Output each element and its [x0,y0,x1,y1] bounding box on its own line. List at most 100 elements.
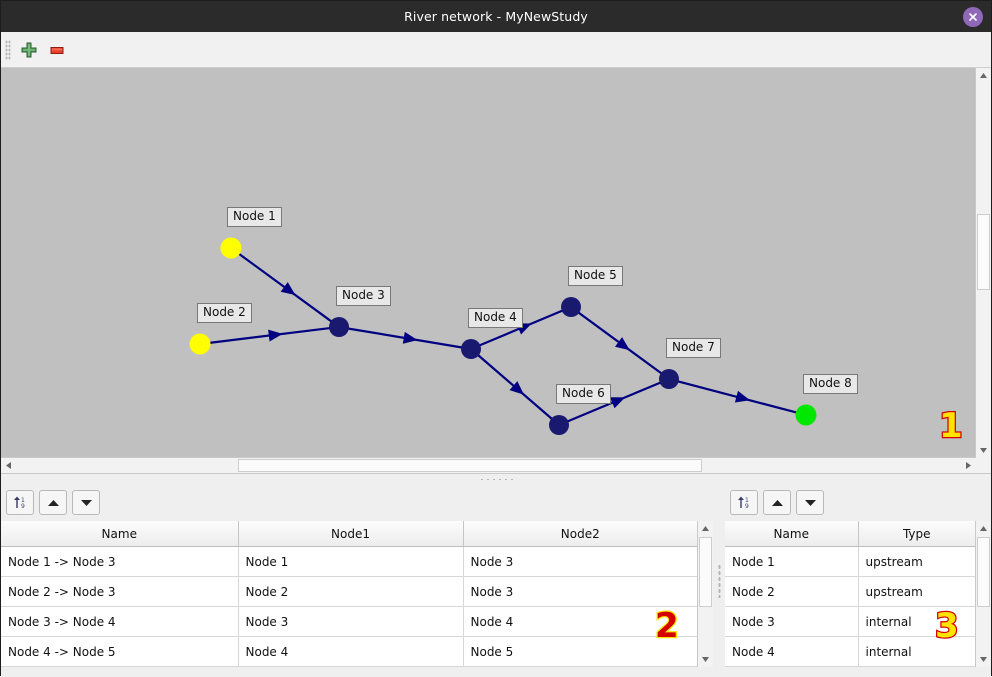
table-cell[interactable]: Node 2 [725,576,859,607]
nodes-move-up-button[interactable] [763,490,791,515]
table-cell[interactable]: Node 3 [463,546,697,577]
network-node[interactable] [795,404,817,426]
scroll-left-button[interactable] [1,458,16,473]
delete-node-button[interactable] [43,36,71,64]
node-label[interactable]: Node 4 [468,308,523,328]
node-label[interactable]: Node 2 [197,303,252,323]
network-node[interactable] [189,333,211,355]
table-cell[interactable]: Node 1 [238,546,464,577]
nodes-sort-button[interactable]: 1 9 [730,490,758,515]
canvas-horizontal-scrollbar[interactable] [1,457,976,473]
chevron-down-icon [980,448,987,453]
chevron-up-icon [980,526,987,531]
move-up-icon [47,499,59,506]
nodes-vscroll-thumb[interactable] [977,537,990,607]
horizontal-splitter[interactable] [1,474,991,484]
node-label[interactable]: Node 6 [556,384,611,404]
svg-text:1: 1 [21,497,25,504]
table-cell[interactable]: Node 3 -> Node 4 [1,606,239,637]
nodes-scroll-down-button[interactable] [976,652,991,667]
table-row-empty[interactable] [1,666,697,667]
table-row-empty[interactable] [725,666,975,667]
nodes-move-down-button[interactable] [796,490,824,515]
title-bar: River network - MyNewStudy [1,1,991,32]
canvas-vertical-scrollbar[interactable] [975,68,991,458]
toolbar-grip[interactable] [5,39,11,60]
table-cell[interactable]: Node 2 [238,576,464,607]
svg-text:9: 9 [21,503,25,510]
nodes-scroll-up-button[interactable] [976,521,991,536]
node-label[interactable]: Node 5 [568,266,623,286]
add-node-icon [21,42,37,57]
edge-arrow-icon [509,381,525,395]
column-header[interactable]: Node2 [463,521,697,547]
scroll-right-button[interactable] [961,458,976,473]
table-cell[interactable]: Node 4 [238,636,464,667]
table-cell[interactable]: Node 4 -> Node 5 [1,636,239,667]
links-vertical-scrollbar[interactable] [697,521,713,667]
network-node[interactable] [329,317,349,337]
network-node[interactable] [659,369,679,389]
network-node[interactable] [561,297,581,317]
network-node[interactable] [549,415,569,435]
table-cell[interactable]: internal [858,636,975,667]
links-sort-button[interactable]: 1 9 [6,490,34,515]
canvas-vscroll-thumb[interactable] [977,214,990,290]
node-label[interactable]: Node 7 [666,338,721,358]
links-vscroll-thumb[interactable] [699,537,712,607]
scroll-down-button[interactable] [976,443,991,458]
close-button[interactable] [963,6,983,27]
table-cell[interactable]: Node 2 -> Node 3 [1,576,239,607]
canvas-hscroll-thumb[interactable] [238,459,702,472]
column-header[interactable]: Name [725,521,859,547]
edge-arrow-icon [268,329,283,342]
network-diagram[interactable]: Node 1 Node 2 Node 3 Node 4 Node 5 Node 6 Node… [1,68,976,458]
table-cell[interactable]: Node 3 [725,606,859,637]
table-cell[interactable]: upstream [858,576,975,607]
table-cell[interactable]: upstream [858,546,975,577]
chevron-up-icon [702,526,709,531]
vertical-splitter[interactable] [713,484,725,677]
node-label[interactable]: Node 1 [227,207,282,227]
node-label[interactable]: Node 8 [803,374,858,394]
table-cell[interactable]: Node 1 [725,546,859,577]
add-node-button[interactable] [15,36,43,64]
table-cell[interactable]: Node 4 [725,636,859,667]
column-header[interactable]: Node1 [238,521,464,547]
column-header[interactable]: Type [858,521,975,547]
chevron-left-icon [6,462,11,469]
node-label[interactable]: Node 3 [336,286,391,306]
table-cell[interactable]: Node 5 [463,636,697,667]
scroll-up-button[interactable] [976,68,991,83]
links-scroll-down-button[interactable] [698,652,713,667]
links-move-down-button[interactable] [72,490,100,515]
table-cell[interactable]: Node 1 -> Node 3 [1,546,239,577]
move-down-icon [80,499,92,506]
table-cell[interactable]: Node 3 [463,576,697,607]
delete-node-icon [50,46,64,54]
edge-arrow-icon [280,282,296,296]
nodes-vertical-scrollbar[interactable] [975,521,991,667]
table-cell[interactable]: Node 3 [238,606,464,637]
table-cell[interactable]: Node 4 [463,606,697,637]
links-move-up-button[interactable] [39,490,67,515]
network-node[interactable] [461,339,481,359]
network-node[interactable] [220,237,242,259]
links-scroll-up-button[interactable] [698,521,713,536]
column-header[interactable]: Name [1,521,239,547]
table-cell[interactable]: internal [858,606,975,637]
